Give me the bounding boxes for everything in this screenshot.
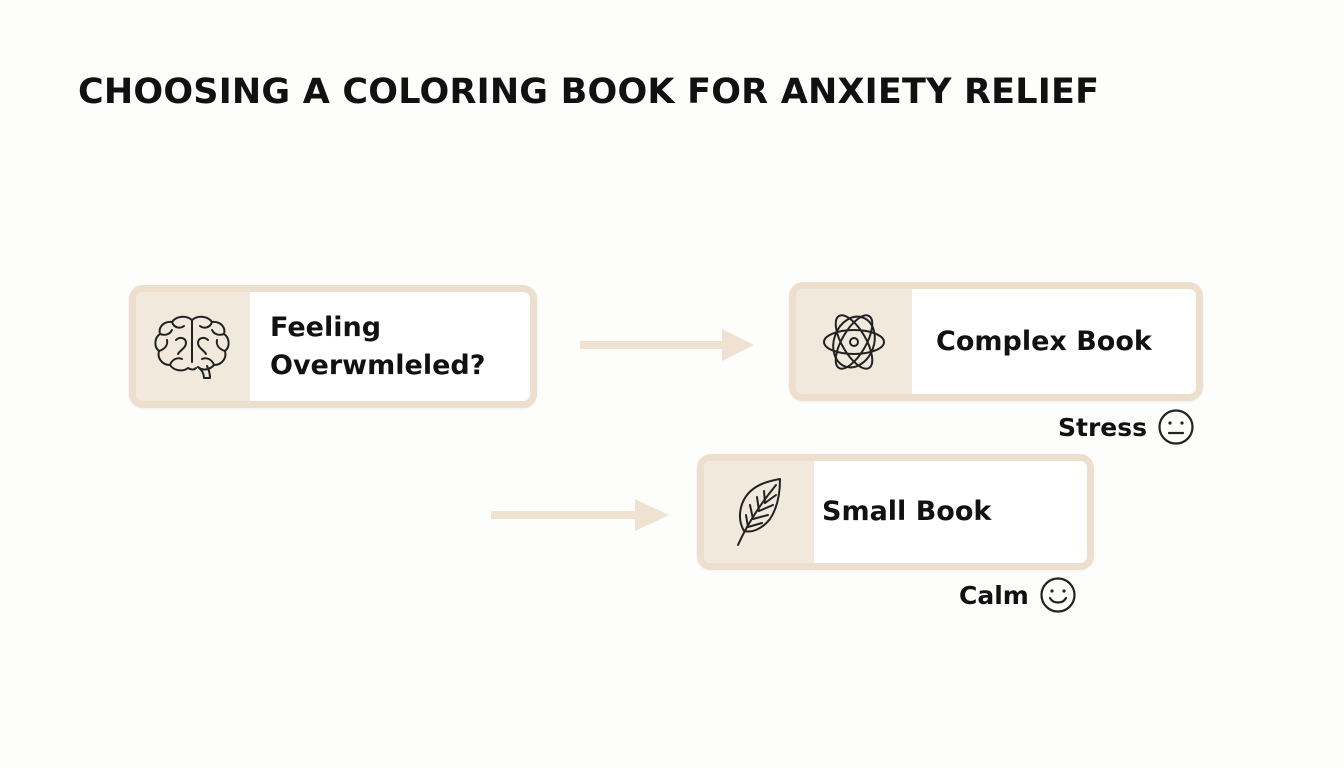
arrow-to-complex-book [580, 329, 754, 361]
node-icon-cell [136, 292, 250, 401]
node-label: Small Book [822, 496, 992, 527]
outcome-label: Calm [959, 580, 1029, 610]
node-label-line-2: Overwmleled? [270, 349, 486, 381]
diagram-title: CHOOSING A COLORING BOOK FOR ANXIETY REL… [78, 72, 1100, 112]
brain-icon [154, 315, 230, 379]
outcome-calm: Calm [959, 576, 1077, 614]
node-label: Complex Book [936, 325, 1152, 357]
node-small-book: Small Book [697, 454, 1094, 570]
neutral-face-icon [1157, 408, 1195, 446]
outcome-stress: Stress [1058, 408, 1195, 446]
smiling-face-icon [1039, 576, 1077, 614]
node-label-line-1: Feeling [270, 311, 382, 343]
node-label: Feeling Overwmleled? [250, 292, 485, 401]
node-icon-cell [796, 289, 912, 394]
arrow-to-small-book [491, 499, 669, 531]
node-icon-cell [704, 461, 814, 563]
node-feeling-overwhelmed: Feeling Overwmleled? [129, 285, 537, 408]
leaf-icon [737, 478, 781, 546]
node-complex-book: Complex Book [789, 282, 1203, 401]
outcome-label: Stress [1058, 412, 1148, 442]
atom-icon [823, 313, 885, 370]
